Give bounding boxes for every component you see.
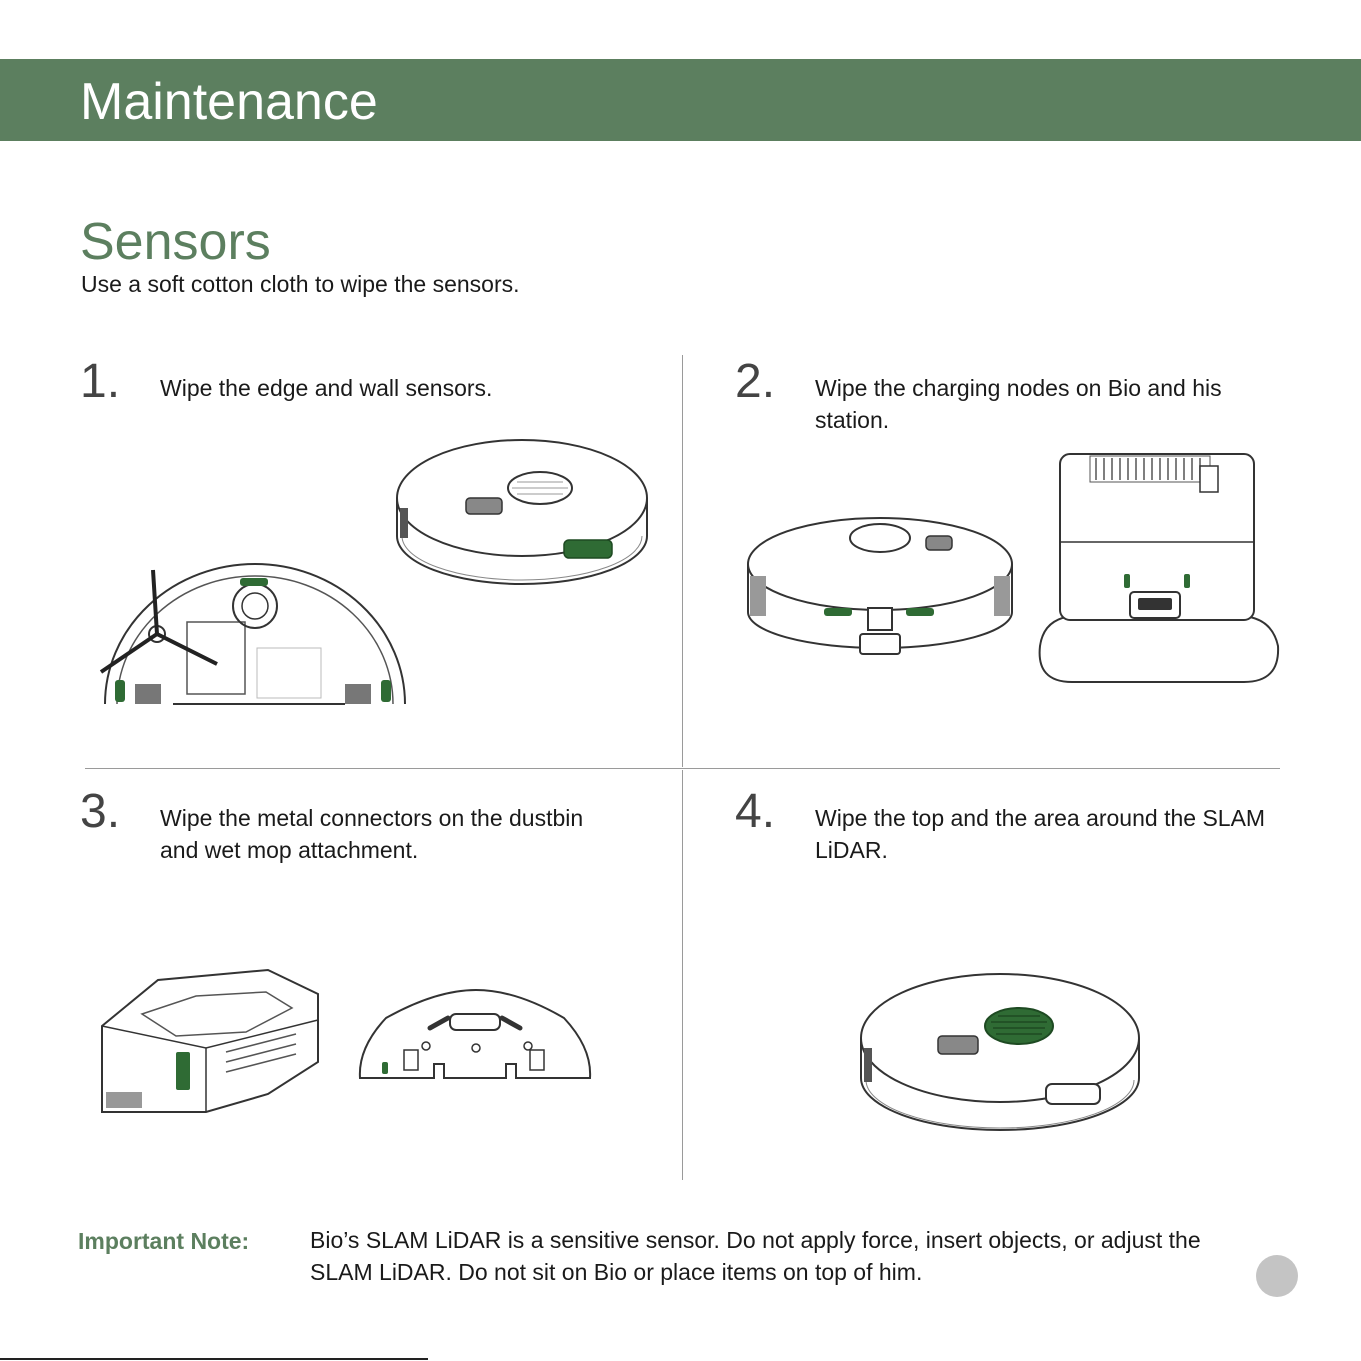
important-note-text: Bio’s SLAM LiDAR is a sensitive sensor. …	[310, 1227, 1201, 1285]
step-4-text: Wipe the top and the area around the SLA…	[815, 805, 1266, 863]
grid-divider-vertical-bottom	[682, 770, 683, 1180]
page-number-dot	[1256, 1255, 1298, 1297]
step-2-number: 2.	[735, 355, 776, 408]
dustbin-icon	[101, 968, 319, 1113]
robot-vacuum-lidar-icon	[860, 973, 1140, 1131]
page-title: Maintenance	[80, 73, 378, 131]
charging-station-icon	[1038, 453, 1280, 683]
grid-divider-horizontal	[85, 768, 1280, 769]
step-1-number: 1.	[80, 355, 121, 408]
step-2-text: Wipe the charging nodes on Bio and his s…	[815, 375, 1222, 433]
section-title: Sensors	[80, 213, 271, 271]
header-band	[0, 59, 1361, 141]
step-1-text: Wipe the edge and wall sensors.	[160, 375, 493, 401]
robot-vacuum-top-icon	[396, 439, 648, 585]
important-note-label: Important Note:	[78, 1228, 250, 1254]
mop-attachment-icon	[358, 988, 592, 1079]
step-3-number: 3.	[80, 785, 121, 838]
robot-vacuum-bottom-icon	[99, 563, 406, 705]
grid-divider-vertical-top	[682, 355, 683, 767]
robot-vacuum-front-icon	[747, 517, 1013, 655]
step-4-number: 4.	[735, 785, 776, 838]
section-subtitle: Use a soft cotton cloth to wipe the sens…	[81, 271, 520, 297]
step-3-text: Wipe the metal connectors on the dustbin…	[160, 805, 584, 863]
bottom-rule	[0, 1358, 428, 1360]
